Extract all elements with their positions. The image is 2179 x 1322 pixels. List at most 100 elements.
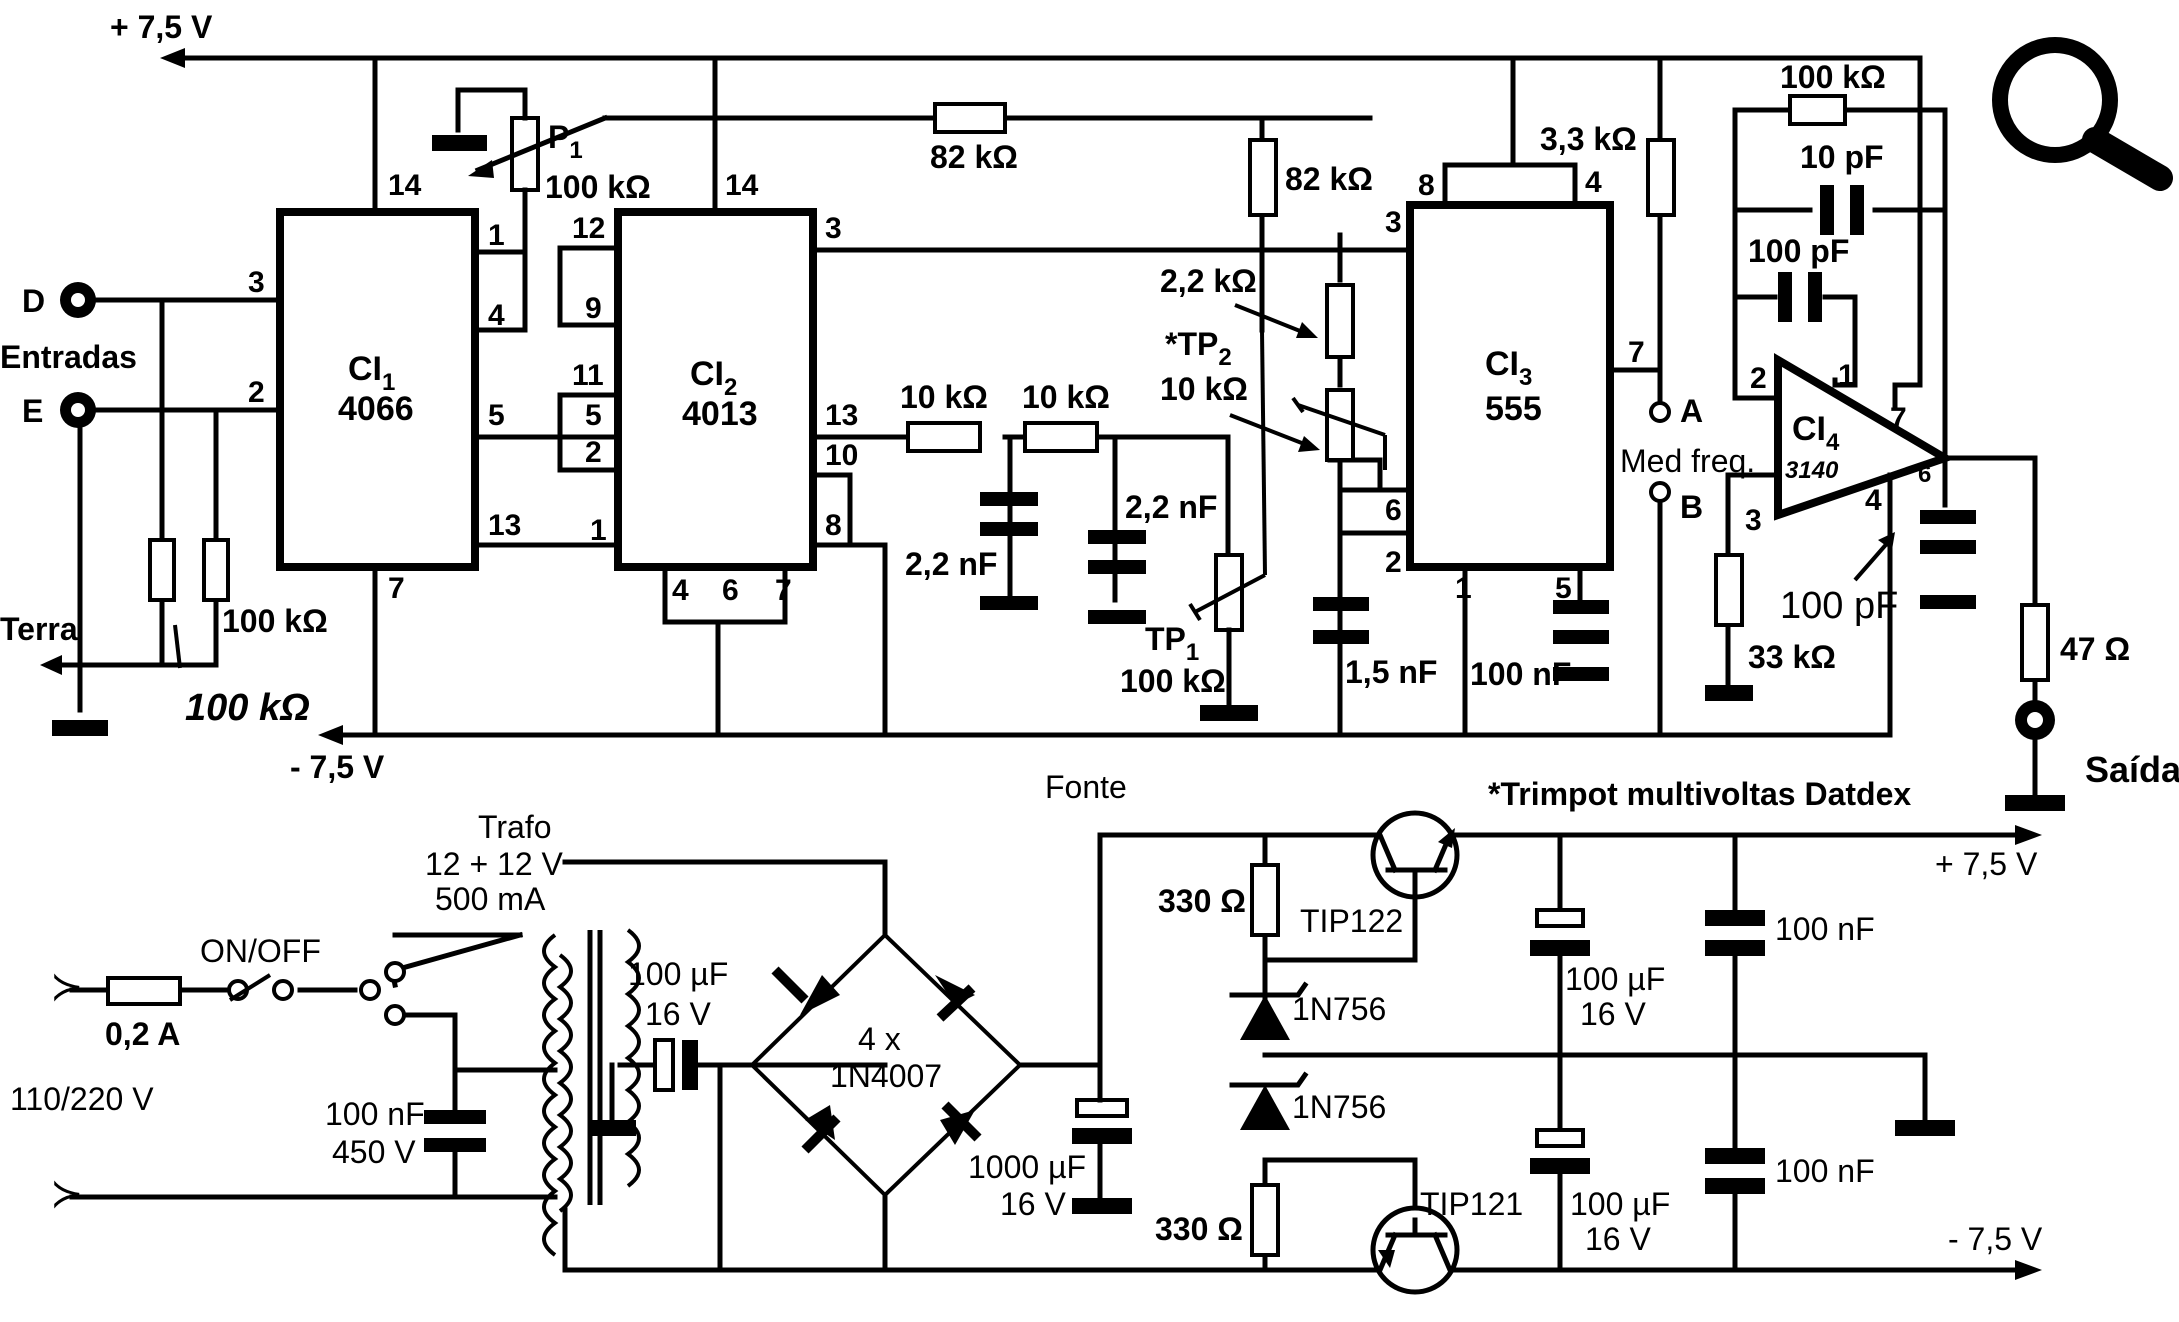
onoff-label: ON/OFF <box>200 933 321 969</box>
ci1-pin2: 2 <box>248 376 265 409</box>
r33k-bias <box>1714 553 1744 627</box>
ci1-pin7: 7 <box>388 572 405 605</box>
ci2-pin1: 1 <box>590 514 607 547</box>
ci4-pin2: 2 <box>1750 362 1767 395</box>
r82k-feedback <box>933 102 1007 134</box>
tip121-label: TIP121 <box>1420 1186 1523 1222</box>
ci1-pin13: 13 <box>488 509 521 542</box>
c100n-555-label: 100 nF <box>1470 656 1571 692</box>
ci3-pin4: 4 <box>1585 166 1602 199</box>
magnifier-icon[interactable] <box>1992 37 2173 191</box>
ci4-pin4: 4 <box>1865 484 1882 517</box>
ci3-pin5: 5 <box>1555 572 1572 605</box>
out-arrow-neg <box>2015 1260 2042 1280</box>
ground-terra <box>52 720 108 736</box>
c100n-neg-label: 100 nF <box>1775 1153 1875 1189</box>
ci2-pin9: 9 <box>585 292 602 325</box>
c22n-b-label: 2,2 nF <box>1125 489 1217 525</box>
c22n-b <box>1088 530 1146 624</box>
ci3-pin7: 7 <box>1628 336 1645 369</box>
test-point-b[interactable] <box>1649 481 1671 503</box>
bridge-part: 1N4007 <box>830 1058 942 1094</box>
input-jack-d[interactable] <box>60 282 96 318</box>
ci1-pin4: 4 <box>488 299 505 332</box>
input-jack-e[interactable] <box>60 392 96 428</box>
r33k-pullup <box>1646 138 1676 217</box>
input-resistor-d <box>148 538 176 602</box>
terra-label: Terra <box>0 611 78 647</box>
input-resistor-e <box>202 538 230 602</box>
p1-potentiometer[interactable] <box>455 87 1373 255</box>
fuse <box>106 976 182 1006</box>
test-point-b-label: B <box>1680 489 1703 525</box>
tp2-pointer <box>1229 413 1313 449</box>
c15n-label: 1,5 nF <box>1345 654 1437 690</box>
ci2-pin2: 2 <box>585 436 602 469</box>
negative-rail <box>318 725 1893 745</box>
c450v-label: 450 V <box>332 1134 416 1170</box>
tp1-value: 100 kΩ <box>1120 663 1226 699</box>
ci2-pin3: 3 <box>825 212 842 245</box>
tip122-transistor <box>1370 810 1460 903</box>
ci2-pin8: 8 <box>825 509 842 542</box>
c1000u <box>1072 1098 1132 1214</box>
c100p-comp <box>1778 272 1822 322</box>
timing-wires <box>1259 55 1663 738</box>
ci4-pin3: 3 <box>1745 504 1762 537</box>
bridge-rectifier <box>749 932 1103 1273</box>
c10p <box>1820 185 1864 235</box>
ci4-name: CI4 <box>1792 410 1840 456</box>
ci2-pin11: 11 <box>572 359 604 392</box>
tp1-label: TP1 <box>1145 621 1199 666</box>
ci1-pin5: 5 <box>488 399 505 432</box>
input-d-label: D <box>22 283 45 319</box>
trimpot-note: *Trimpot multivoltas Datdex <box>1488 776 1911 812</box>
p1-label: P1 <box>548 119 583 164</box>
r22k <box>1325 283 1355 359</box>
on-off-switch[interactable] <box>227 961 406 1026</box>
input-wiring <box>40 297 283 713</box>
r100k-feedback-label: 100 kΩ <box>1780 59 1886 95</box>
tp2-trimpot[interactable] <box>1291 388 1387 470</box>
r22k-pointer <box>1234 303 1311 337</box>
c100u-pos <box>1530 908 1590 956</box>
c100u-pos-volt: 16 V <box>1580 996 1646 1032</box>
ci2-name: CI2 <box>690 355 737 401</box>
ci4-pin1: 1 <box>1838 359 1855 392</box>
ci3-name: CI3 <box>1485 345 1532 391</box>
r47-label: 47 Ω <box>2060 631 2130 667</box>
trafo-current: 500 mA <box>435 881 546 917</box>
mains-label: 110/220 V <box>10 1081 154 1117</box>
ci3-part: 555 <box>1485 390 1542 428</box>
fuse-label: 0,2 A <box>105 1016 180 1052</box>
ci2-pin-wires <box>557 55 1413 738</box>
fonte-label: Fonte <box>1045 769 1127 805</box>
r330-a <box>1250 863 1280 937</box>
c100p-out <box>1920 510 1976 609</box>
test-point-a[interactable] <box>1649 401 1671 423</box>
zener-1 <box>1229 981 1309 1040</box>
ci1-pin14: 14 <box>388 169 422 202</box>
input-resistor-handnote: 100 kΩ <box>185 687 310 729</box>
c100p-comp-label: 100 pF <box>1748 233 1849 269</box>
c100n-neg <box>1705 1148 1765 1194</box>
r22k-label: 2,2 kΩ <box>1160 263 1257 299</box>
r10k-a-label: 10 kΩ <box>900 379 988 415</box>
p1-value: 100 kΩ <box>545 169 651 205</box>
ci2-pin6: 6 <box>722 574 739 607</box>
r82k-555 <box>1248 138 1278 217</box>
ci2-pin13: 13 <box>825 399 858 432</box>
ci3-pin1: 1 <box>1455 572 1472 605</box>
ci3-pin8: 8 <box>1418 169 1435 202</box>
r10k-b <box>1023 421 1099 453</box>
input-e-label: E <box>22 393 43 429</box>
ct-ground <box>588 1120 636 1136</box>
tp1-trimpot[interactable] <box>1188 329 1267 708</box>
ci1-name: CI1 <box>348 350 395 396</box>
output-jack[interactable] <box>2015 700 2055 740</box>
positive-rail-label: + 7,5 V <box>110 9 213 45</box>
r82k-feedback-label: 82 kΩ <box>930 139 1018 175</box>
test-point-a-label: A <box>1680 393 1703 429</box>
ci2-chip <box>614 208 817 571</box>
